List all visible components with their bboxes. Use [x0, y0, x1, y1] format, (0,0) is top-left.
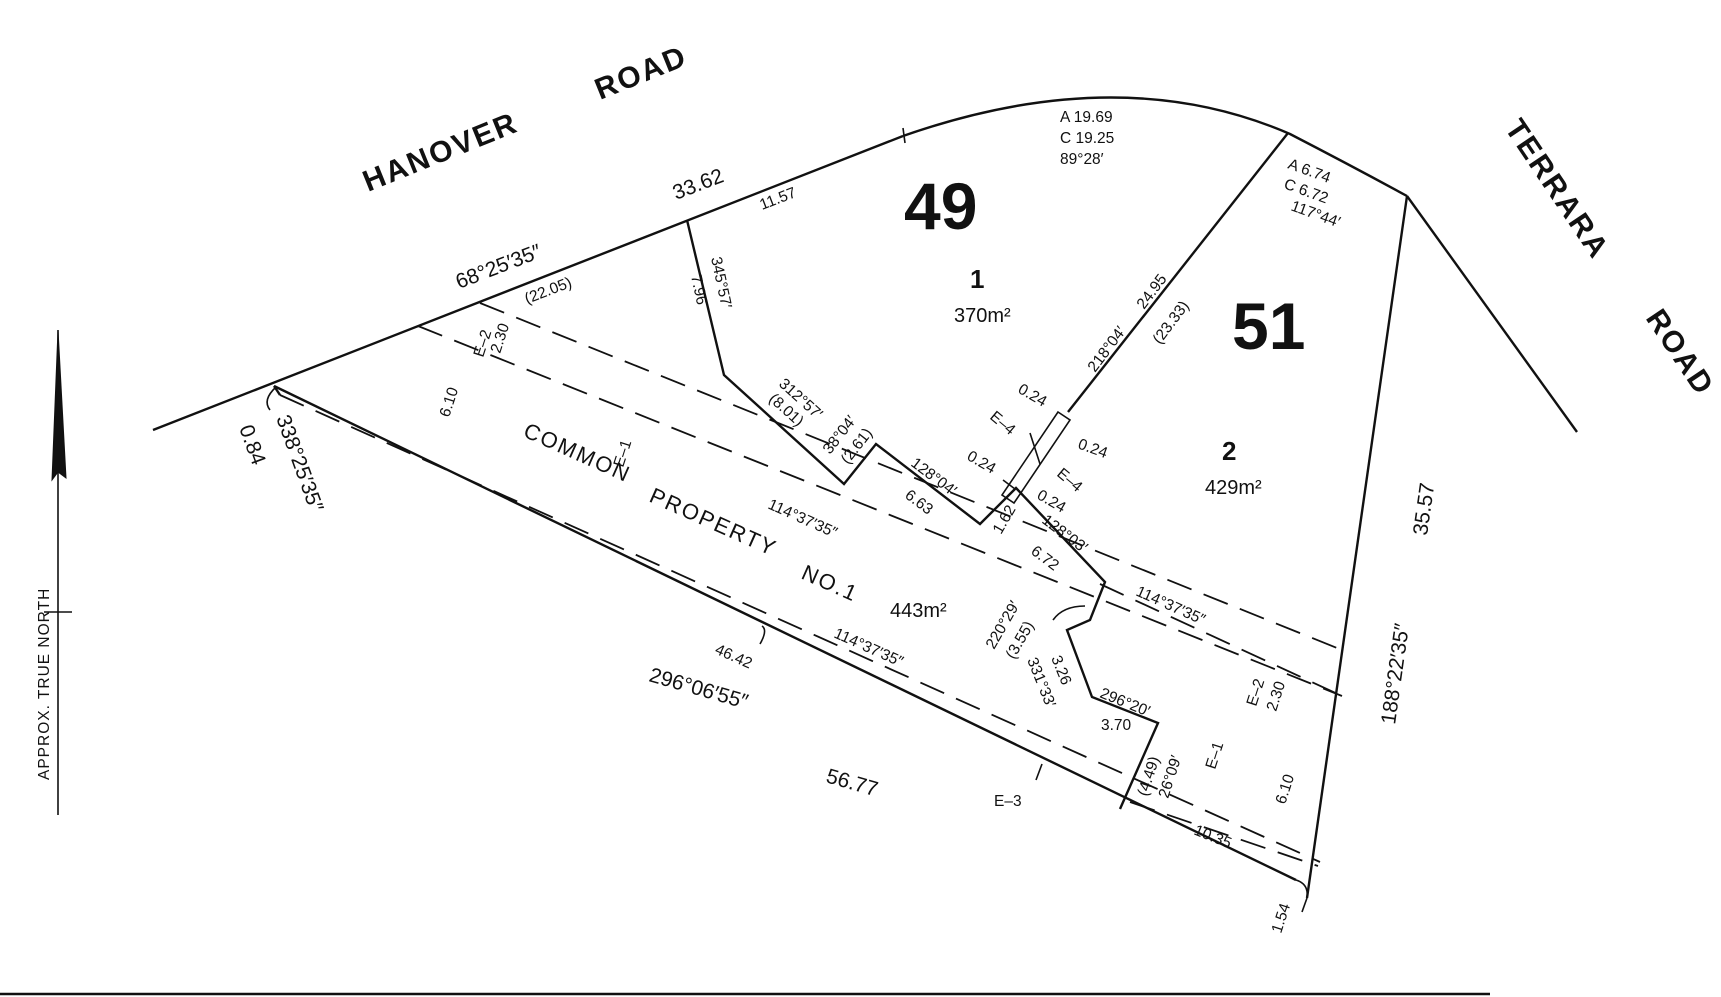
north-arrow: APPROX. TRUE NORTH: [36, 329, 72, 815]
road-name-hanover: HANOVER: [358, 106, 522, 198]
bearing-296-06-55: 296°06′55″: [647, 664, 751, 714]
dim-3-70: 3.70: [1101, 717, 1132, 734]
dim-33-62: 33.62: [670, 164, 727, 204]
bearing-114-37-35-a: 114°37′35″: [765, 496, 840, 542]
dim-1-54: 1.54: [1269, 901, 1295, 935]
dim-0-84: 0.84: [234, 422, 270, 469]
lot-1-number: 1: [970, 264, 984, 294]
dim-3-26: 3.26: [1047, 653, 1074, 687]
lot-49-number: 49: [904, 169, 977, 243]
north-label: APPROX. TRUE NORTH: [36, 588, 53, 780]
lot-51-number: 51: [1232, 289, 1305, 363]
dim-0-24-b: 0.24: [1076, 436, 1111, 462]
bearing-68-25-35: 68°25′35″: [453, 240, 546, 294]
dim-0-24-c: 0.24: [964, 448, 999, 478]
dim-46-42: 46.42: [712, 641, 754, 672]
curve-chord: C 19.25: [1060, 130, 1114, 147]
dimension-labels: 33.62 11.57 68°25′35″ (22.05) 345°57′ 7.…: [234, 164, 1439, 935]
dim-6-10-a: 6.10: [437, 385, 463, 419]
bearing-114-37-35-c: 114°37′35″: [831, 625, 906, 671]
easement-e3: E–3: [994, 793, 1022, 810]
dim-0-24-a: 0.24: [1015, 381, 1050, 411]
dim-2-30-a: 2.30: [488, 321, 514, 355]
dim-1-62: 1.62: [990, 502, 1020, 537]
dim-11-57: 11.57: [757, 184, 798, 213]
curve-data-corner: A 6.74 C 6.72 117°44′: [1282, 156, 1343, 231]
dim-22-05: (22.05): [522, 274, 574, 307]
easement-e4-a: E–4: [986, 408, 1018, 439]
road-name-hanover-road: ROAD: [590, 40, 692, 107]
easement-e1-b: E–1: [1203, 740, 1228, 771]
dim-6-10-b: 6.10: [1273, 772, 1299, 806]
road-name-terrara: TERRARA: [1498, 113, 1615, 265]
dim-7-96: 7.96: [687, 273, 710, 306]
dim-23-33: (23.33): [1150, 298, 1193, 347]
lot-1-area: 370m²: [954, 305, 1011, 327]
lot-lines: [266, 132, 1289, 810]
lot-2-number: 2: [1222, 436, 1236, 466]
bearing-114-37-35-b: 114°37′35″: [1133, 583, 1208, 629]
bearing-188-22-35: 188°22′35″: [1377, 621, 1414, 725]
curve-arc: A 19.69: [1060, 109, 1113, 126]
easement-e4-b: E–4: [1053, 465, 1085, 496]
curve-bearing: 89°28′: [1060, 151, 1104, 168]
dim-56-77: 56.77: [824, 765, 881, 802]
bearing-218-04: 218°04′: [1085, 323, 1130, 375]
road-name-terrara-road: ROAD: [1639, 303, 1720, 401]
easement-lines: [279, 302, 1343, 867]
dim-35-57: 35.57: [1409, 481, 1439, 536]
bearing-345-57: 345°57′: [707, 255, 735, 310]
dim-10-35: 10.35: [1192, 822, 1234, 852]
common-property-word2: PROPERTY: [646, 483, 781, 561]
bearing-296-20: 296°20′: [1098, 685, 1153, 720]
lot-2-area: 429m²: [1205, 477, 1262, 499]
common-property-number: NO.1: [798, 560, 862, 607]
bearing-338-25-35: 338°25′35″: [271, 412, 328, 516]
curve-data-main: A 19.69 C 19.25 89°28′: [1060, 109, 1114, 168]
common-property-area: 443m²: [890, 600, 947, 622]
dim-6-63: 6.63: [902, 487, 936, 519]
dim-6-72: 6.72: [1028, 543, 1062, 575]
